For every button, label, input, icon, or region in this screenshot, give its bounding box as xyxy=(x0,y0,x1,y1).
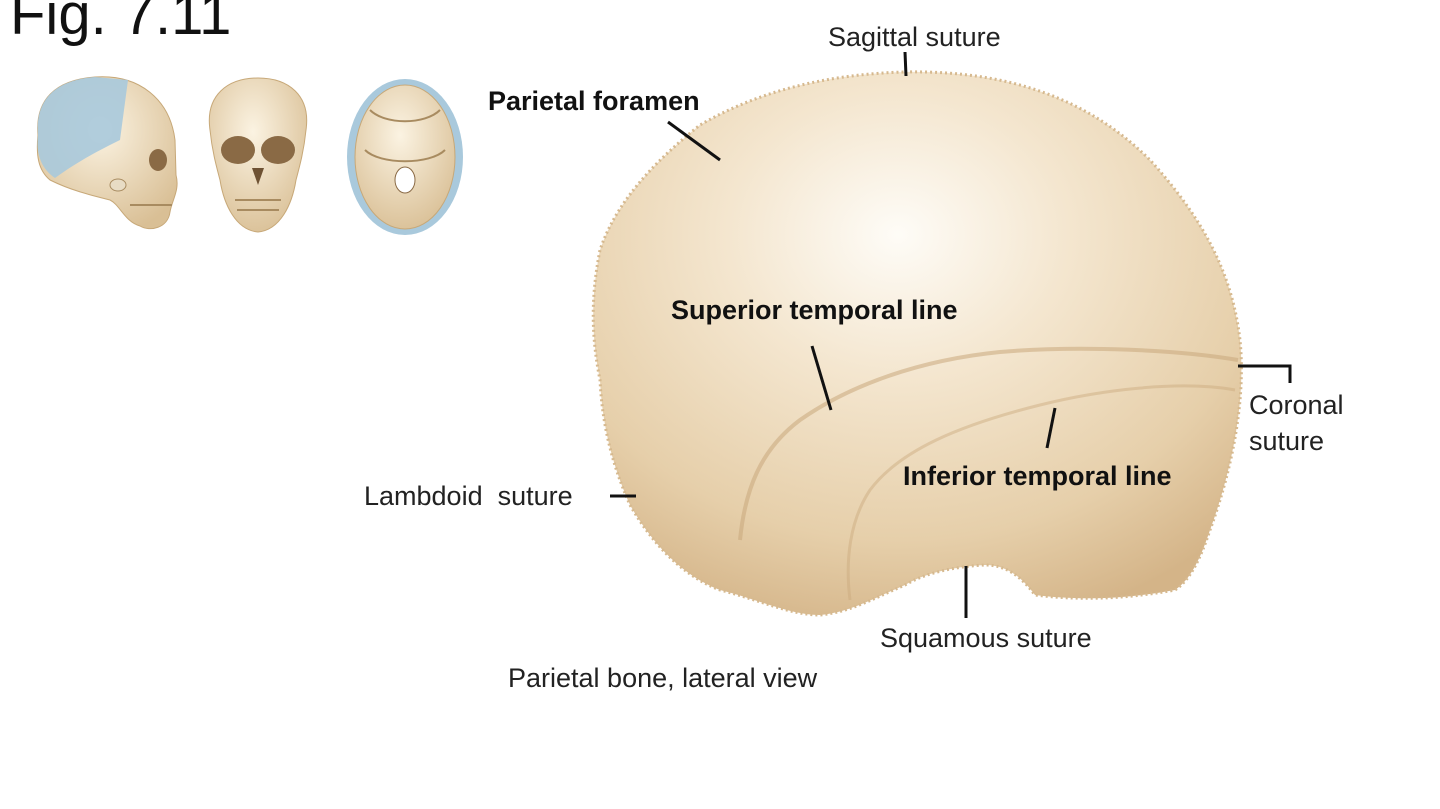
lambdoid-suture-label: Lambdoid suture xyxy=(364,481,573,511)
sagittal-suture-label: Sagittal suture xyxy=(828,22,1001,52)
parietal-foramen-label: Parietal foramen xyxy=(488,86,700,116)
sagittal-leader-line xyxy=(903,51,908,77)
superior-temporal-leader-line xyxy=(810,345,833,411)
coronal-leader-line xyxy=(1238,364,1292,383)
superior-temporal-line-label: Superior temporal line xyxy=(671,295,958,325)
parietal-foramen-leader-line xyxy=(667,120,721,162)
figure-caption: Parietal bone, lateral view xyxy=(508,663,818,693)
inferior-temporal-line-label: Inferior temporal line xyxy=(903,461,1172,491)
coronal-suture-label-line2: suture xyxy=(1249,426,1325,456)
figure-title: Fig. 7.11 xyxy=(10,0,232,47)
skull-inferior-icon xyxy=(347,79,463,235)
coronal-suture-label-line1: Coronal xyxy=(1249,390,1344,420)
inferior-temporal-leader-line xyxy=(1045,407,1057,449)
skull-anterior-icon xyxy=(208,77,308,233)
squamous-suture-label: Squamous suture xyxy=(880,623,1092,653)
skull-lateral-icon xyxy=(36,76,178,230)
parietal-bone-illustration xyxy=(591,70,1243,617)
